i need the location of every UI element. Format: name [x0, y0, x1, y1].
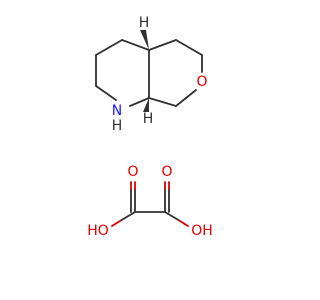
bond-c8-c8a — [148, 97, 177, 107]
carbonyl-o-left: O — [127, 164, 138, 180]
bond-right-c-oh — [164, 211, 181, 222]
bond-c2-n1 — [95, 85, 117, 101]
structure-canvas: H H O N H O — [87, 15, 213, 239]
stereo-wedge-top — [140, 30, 149, 50]
amine-h-label: H — [112, 118, 123, 134]
bond-o7-c8 — [175, 89, 197, 107]
ring-oxygen-label: O — [196, 74, 207, 90]
stereo-wedge-bottom — [143, 98, 149, 112]
amine-n-label: N — [112, 103, 122, 119]
bond-c4-c3 — [95, 39, 123, 56]
hydroxyl-right: OH — [191, 223, 213, 239]
bond-right-c-oh-red — [179, 220, 189, 227]
stereo-h-bottom: H — [143, 111, 154, 127]
chemical-structure: H H O N H O — [87, 15, 213, 239]
bond-n1-c8a — [129, 97, 150, 107]
bicyclic-molecule: H H O N H — [95, 15, 208, 134]
bond-c4a-c5 — [148, 39, 177, 51]
bond-c4a-c4 — [121, 39, 150, 51]
bond-left-c-oh — [119, 211, 136, 222]
bond-left-c-oh-red — [111, 220, 121, 227]
hydroxyl-left: HO — [87, 223, 109, 239]
stereo-h-top: H — [139, 15, 150, 31]
carbonyl-o-right: O — [161, 164, 172, 180]
bond-c5-c6 — [175, 39, 203, 56]
oxalic-acid: O O HO OH — [87, 164, 213, 239]
